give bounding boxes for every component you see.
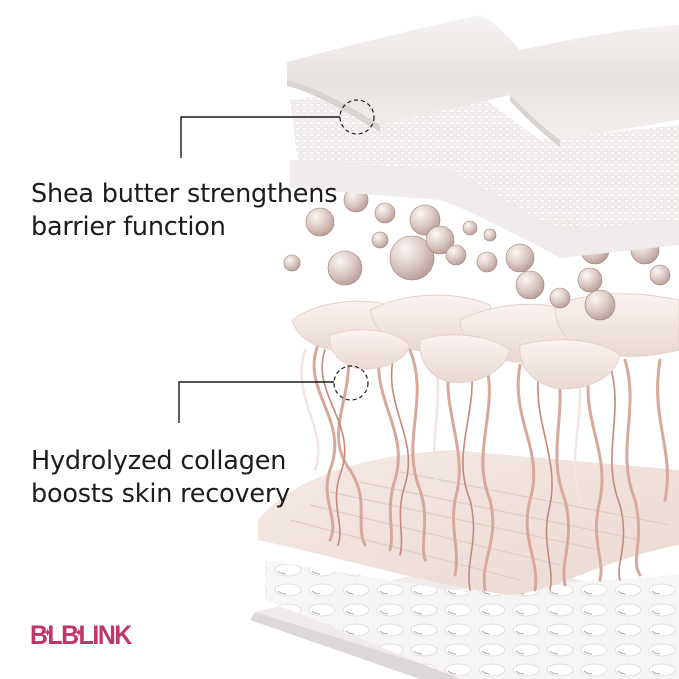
logo-letter-b2: B [61, 620, 79, 650]
sparkle-icon: ✦ [43, 627, 52, 639]
brand-logo: B✦LB✦LINK [30, 620, 133, 652]
sparkle-icon: ✦ [74, 627, 83, 639]
callout-shea-butter: Shea butter strengthens barrier function [31, 178, 338, 244]
cell-layer [291, 293, 679, 390]
logo-letter-b1: B [30, 620, 48, 650]
logo-letter-link: LINK [78, 620, 133, 650]
callout-connector-collagen [178, 365, 369, 423]
callout-collagen-line-1: Hydrolyzed collagen [31, 446, 287, 476]
callout-collagen-line-2: boosts skin recovery [31, 479, 291, 509]
callout-shea-line-1: Shea butter strengthens [31, 179, 338, 209]
droplet-layer [265, 560, 679, 679]
dermis-base [258, 450, 679, 595]
callout-hydrolyzed-collagen: Hydrolyzed collagen boosts skin recovery [31, 445, 290, 511]
callout-connector-shea [180, 99, 375, 158]
top-sheet [287, 15, 679, 147]
collagen-fibers [300, 338, 669, 592]
logo-letter-l1: L [47, 620, 62, 650]
callout-shea-line-2: barrier function [31, 212, 226, 242]
